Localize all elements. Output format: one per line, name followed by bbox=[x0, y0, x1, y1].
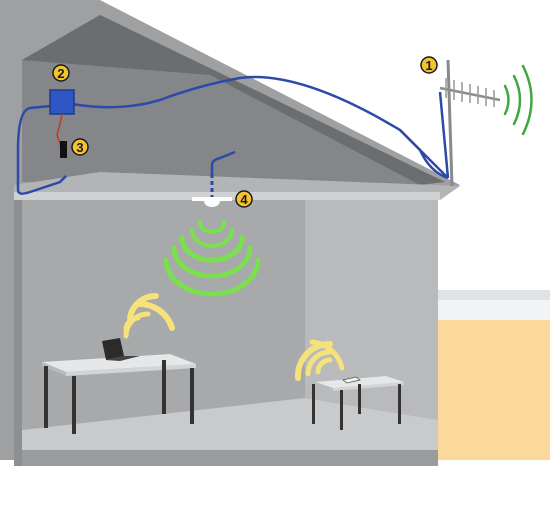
yagi-antenna-icon bbox=[439, 59, 501, 187]
ground-white bbox=[0, 466, 550, 521]
floor-front-edge bbox=[22, 450, 438, 466]
signal-arc-indoor bbox=[179, 235, 245, 263]
desk-left-leg bbox=[190, 368, 194, 424]
amplifier-icon bbox=[49, 89, 75, 151]
desk-right-top bbox=[315, 376, 404, 388]
signal-arc-laptop bbox=[135, 300, 175, 331]
desk-right-leg bbox=[398, 384, 401, 424]
badge-power-supply: 3 bbox=[71, 138, 89, 156]
signal-arc-indoor bbox=[190, 228, 234, 248]
coax-cable-indoor bbox=[210, 150, 236, 174]
room-side-wall bbox=[305, 200, 438, 420]
ceiling-antenna-dome bbox=[204, 201, 220, 207]
signal-waves-icon bbox=[503, 64, 533, 136]
signal-arc-phone bbox=[315, 357, 333, 375]
signal-waves-icon bbox=[294, 339, 345, 381]
badge-indoor-antenna: 4 bbox=[235, 190, 253, 208]
signal-arc-outdoor bbox=[503, 84, 510, 116]
desk-right-leg bbox=[358, 384, 361, 414]
desk-left-leg bbox=[44, 366, 48, 428]
signal-arc-phone bbox=[309, 339, 345, 371]
signal-waves-icon bbox=[123, 292, 175, 339]
signal-waves-icon bbox=[163, 220, 261, 297]
signal-arc-indoor bbox=[163, 257, 261, 297]
signal-arc-phone bbox=[305, 349, 333, 377]
signal-arc-outdoor bbox=[512, 74, 522, 126]
sky-band bbox=[420, 290, 550, 300]
room-floor bbox=[22, 398, 438, 460]
badge-circle bbox=[235, 190, 253, 208]
laptop-base bbox=[106, 356, 140, 361]
badge-number: 2 bbox=[57, 66, 64, 81]
badge-amplifier: 2 bbox=[52, 64, 70, 82]
signal-arc-laptop bbox=[123, 311, 151, 339]
badge-number: 4 bbox=[240, 192, 248, 207]
desk-left-leg bbox=[72, 376, 76, 434]
badge-circle bbox=[71, 138, 89, 156]
coax-cable bbox=[16, 75, 450, 195]
laptop-icon bbox=[102, 338, 140, 361]
desk-left-top bbox=[42, 354, 196, 372]
signal-arc-indoor bbox=[198, 220, 226, 234]
badge-circle bbox=[52, 64, 70, 82]
badge-circle bbox=[420, 56, 438, 74]
antenna-mast bbox=[446, 59, 454, 187]
desk-right-leg bbox=[340, 390, 343, 430]
desk-right bbox=[312, 376, 404, 430]
signal-arc-indoor bbox=[171, 245, 253, 279]
power-cord bbox=[56, 113, 63, 151]
desk-right-top-front bbox=[333, 382, 404, 391]
desk-left-top-edge bbox=[42, 362, 66, 376]
desk-left bbox=[42, 354, 196, 434]
attic-back-wall bbox=[22, 60, 420, 185]
coax-cable-roof bbox=[399, 129, 449, 180]
desk-right-leg bbox=[312, 384, 315, 424]
phone-icon bbox=[342, 376, 361, 384]
ceiling-slab-edge bbox=[14, 192, 440, 200]
amplifier-box bbox=[49, 89, 75, 115]
badge-number: 1 bbox=[425, 58, 432, 73]
antenna-elements bbox=[445, 78, 495, 107]
desk-left-leg bbox=[162, 360, 166, 414]
badge-antenna: 1 bbox=[420, 56, 438, 74]
ceiling-antenna-icon bbox=[192, 174, 232, 207]
laptop-screen bbox=[102, 338, 124, 360]
left-wall-edge bbox=[14, 200, 22, 466]
power-supply-icon bbox=[60, 141, 67, 158]
badge-number: 3 bbox=[76, 140, 83, 155]
ceiling-antenna-plate bbox=[192, 197, 232, 201]
signal-arc-outdoor bbox=[521, 64, 533, 136]
